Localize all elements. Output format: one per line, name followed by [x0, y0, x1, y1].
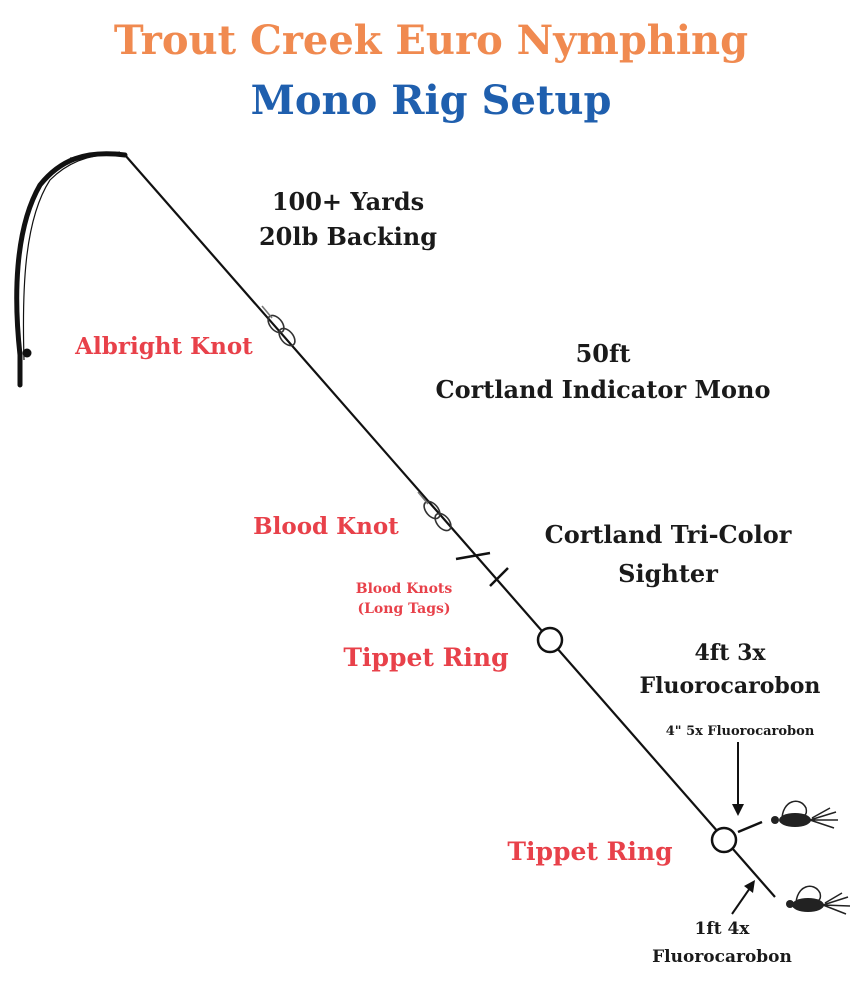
- mono-label-2: Cortland Indicator Mono: [436, 375, 771, 404]
- mono-label-1: 50ft: [576, 339, 631, 368]
- sighter-label-1: Cortland Tri-Color: [545, 520, 792, 549]
- backing-label-2: 20lb Backing: [259, 222, 437, 251]
- title-line2: Mono Rig Setup: [251, 77, 612, 124]
- blood-knots-tags-label-1: Blood Knots: [356, 581, 453, 597]
- tippet-3x-label-2: Fluorocarobon: [640, 673, 821, 699]
- arrow-icon-up: [731, 880, 755, 915]
- blood-knots-tags-label-2: (Long Tags): [357, 601, 450, 617]
- tippet-ring-icon-2: [710, 826, 738, 854]
- title-line1: Trout Creek Euro Nymphing: [114, 17, 748, 64]
- fly-rod-icon: [14, 151, 128, 388]
- tippet-3x-label-1: 4ft 3x: [694, 640, 766, 666]
- blood-knot-tag-2: [489, 567, 509, 587]
- tippet-ring-icon-1: [536, 626, 564, 654]
- nymph-fly-icon-1: [771, 800, 838, 829]
- blood-knot-tag-1: [455, 551, 491, 561]
- albright-knot-label: Albright Knot: [74, 333, 253, 360]
- arrow-icon-down: [732, 742, 744, 816]
- tippet-ring-label-1: Tippet Ring: [343, 643, 508, 672]
- sighter-label-2: Sighter: [618, 559, 718, 588]
- blood-knot-label: Blood Knot: [253, 513, 399, 540]
- albright-knot-icon: [261, 305, 296, 347]
- tippet-ring-label-2: Tippet Ring: [507, 837, 672, 866]
- tippet-4x-label-1: 1ft 4x: [695, 919, 751, 939]
- tippet-4x-label-2: Fluorocarobon: [652, 947, 792, 967]
- dropper-5x-label: 4" 5x Fluorocarobon: [666, 724, 815, 739]
- backing-label-1: 100+ Yards: [272, 187, 424, 216]
- blood-knot-icon: [417, 491, 452, 532]
- nymph-fly-icon-2: [786, 885, 851, 915]
- main-line: [124, 154, 776, 898]
- dropper-tag: [737, 820, 763, 834]
